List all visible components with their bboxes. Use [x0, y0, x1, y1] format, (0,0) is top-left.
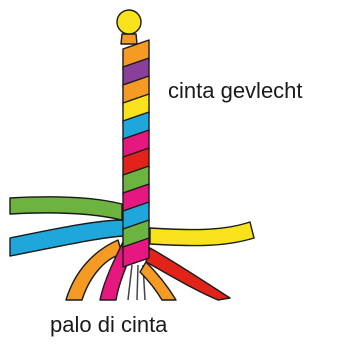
knob-stem [121, 34, 137, 44]
pole-top-knob [117, 10, 141, 44]
knob-ball [117, 10, 141, 34]
loose-ribbon [10, 197, 122, 220]
ribbon-pole-label: palo di cinta [50, 312, 167, 338]
loose-ribbon [150, 222, 254, 246]
braided-ribbon [123, 40, 149, 267]
pole-stick [128, 265, 132, 300]
braided-ribbon-label: cinta gevlecht [168, 78, 303, 104]
pole-stick [137, 265, 138, 300]
